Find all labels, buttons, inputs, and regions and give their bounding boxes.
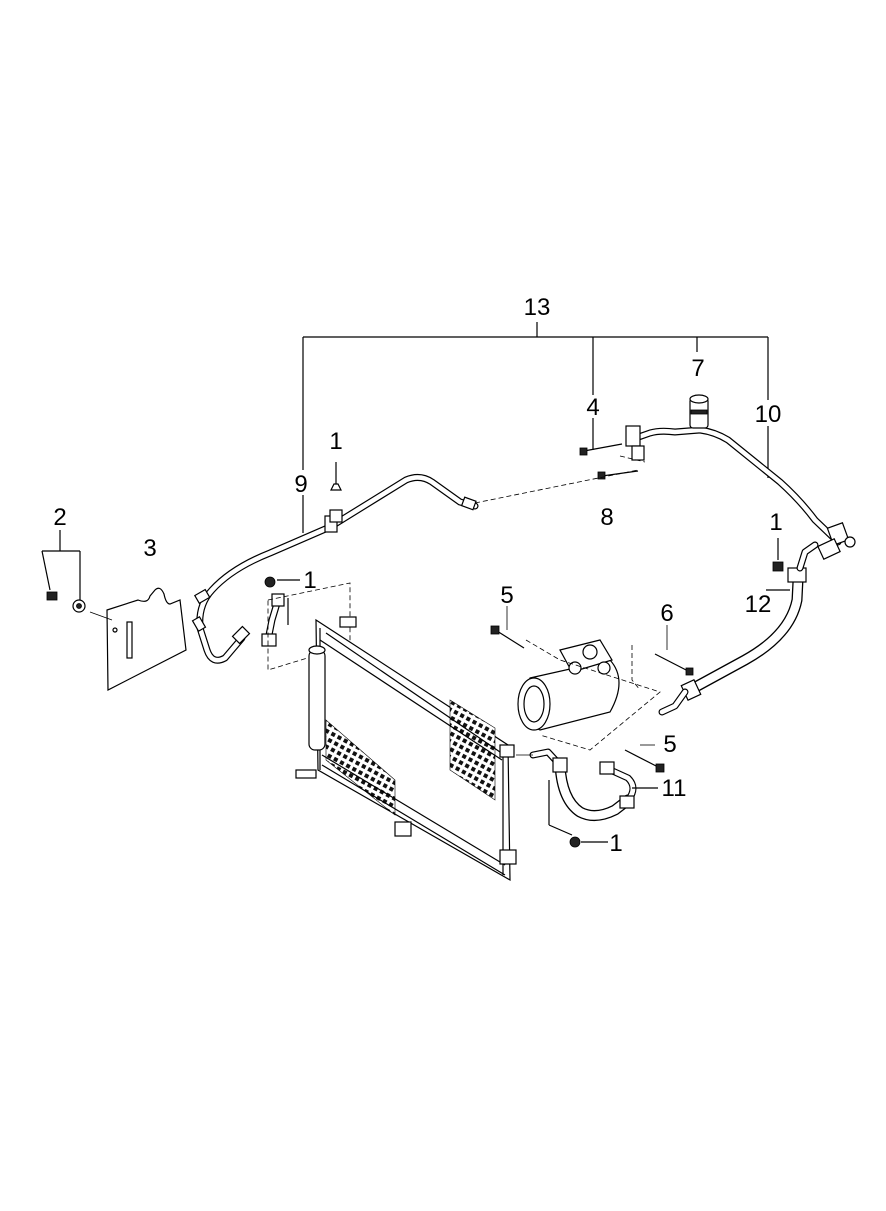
- bolts-2: [41, 530, 113, 621]
- callout-1-bottom: 1: [609, 830, 622, 857]
- refrigerant-pipe-9: [191, 473, 479, 664]
- condenser: [295, 616, 517, 882]
- clip-1-mid: [264, 576, 300, 588]
- callout-6: 6: [660, 600, 673, 627]
- shield-plate-3: [106, 587, 187, 691]
- clip-1-bottom: [569, 836, 608, 848]
- refrigerant-pipe-10: [625, 425, 856, 560]
- callout-2: 2: [53, 504, 66, 531]
- discharge-hose-12: [658, 541, 819, 716]
- callout-4: 4: [586, 394, 599, 421]
- callout-5-top: 5: [500, 582, 513, 609]
- callout-13: 13: [524, 294, 551, 321]
- bolt-6: [654, 625, 694, 676]
- callout-8: 8: [600, 504, 613, 531]
- callout-9: 9: [294, 471, 307, 498]
- bolt-5-top: [490, 606, 525, 649]
- suction-hose-11: [516, 748, 637, 836]
- receiver-dryer-7: [689, 394, 709, 429]
- callout-5-bottom: 5: [663, 731, 676, 758]
- pipe-bracket-section: [261, 593, 289, 647]
- bolt-5-bottom: [624, 744, 665, 773]
- bolt-8: [597, 470, 639, 480]
- callout-10: 10: [755, 401, 782, 428]
- callout-labels: 13 7 4 10 1 9 8 1 2 3 1 12 5 6 5 11 1: [53, 294, 782, 857]
- compressor: [517, 639, 620, 731]
- clip-1-top: [329, 462, 343, 523]
- clip-1-right: [772, 538, 784, 572]
- bolt-4: [579, 443, 623, 456]
- callout-3: 3: [143, 535, 156, 562]
- callout-12: 12: [745, 591, 772, 618]
- callout-1-right: 1: [769, 509, 782, 536]
- assembly-bracket-13: [302, 322, 769, 533]
- callout-11: 11: [662, 775, 687, 802]
- callout-1-mid: 1: [303, 567, 316, 594]
- callout-1-top: 1: [329, 428, 342, 455]
- callout-7: 7: [691, 355, 704, 382]
